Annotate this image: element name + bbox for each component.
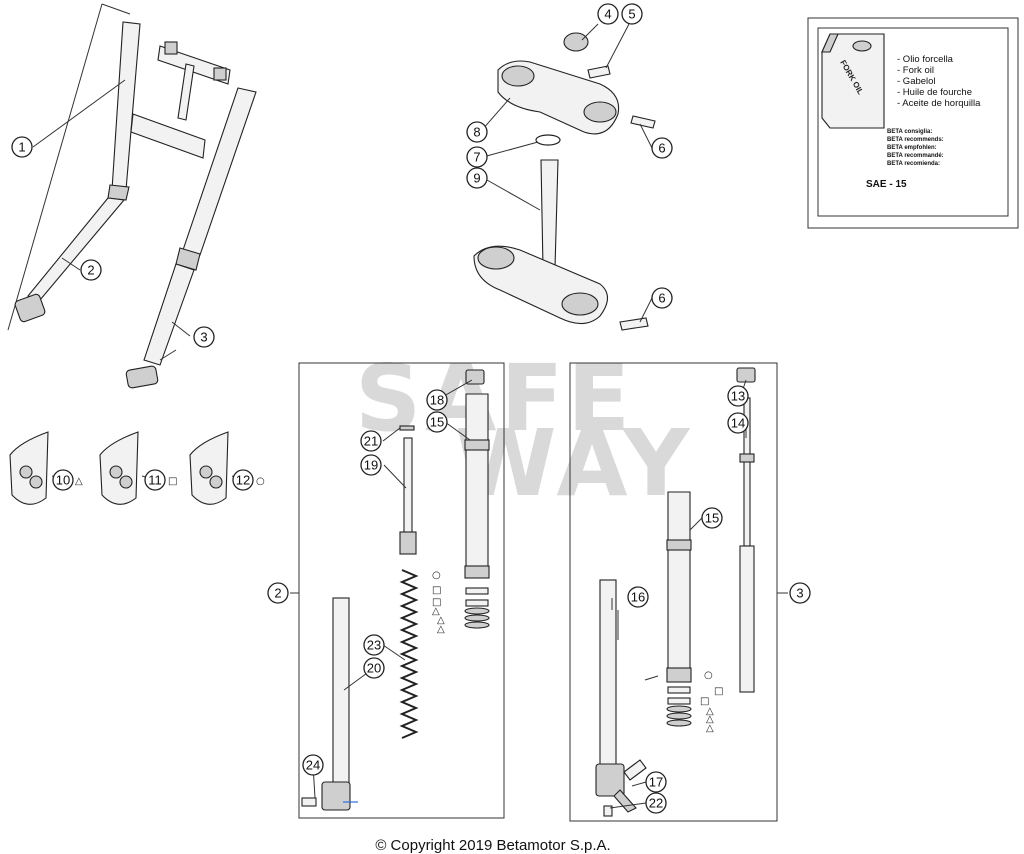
callout-label-18: 18 bbox=[430, 393, 444, 408]
fork-oil-box: FORK OIL - Olio forcella - Fork oil - Ga… bbox=[807, 17, 1019, 229]
svg-text:□: □ bbox=[714, 686, 723, 697]
kit-symbol-circle: ○ bbox=[256, 476, 265, 487]
callout-24: 24 bbox=[302, 754, 324, 776]
callout-label-3: 3 bbox=[200, 330, 207, 345]
callout-22: 22 bbox=[645, 792, 667, 814]
callout-21: 21 bbox=[360, 430, 382, 452]
svg-text:□: □ bbox=[432, 585, 441, 596]
callout-label-17: 17 bbox=[649, 775, 663, 790]
callout-13: 13 bbox=[727, 385, 749, 407]
callout-6-lower: 6 bbox=[651, 287, 673, 309]
beta-recommend-4: BETA recommandé: bbox=[887, 153, 944, 159]
callout-label-15-left: 15 bbox=[430, 415, 444, 430]
callout-15-left: 15 bbox=[426, 411, 448, 433]
callout-label-2: 2 bbox=[87, 263, 94, 278]
oil-name-1: - Olio forcella bbox=[897, 54, 954, 65]
callout-3: 3 bbox=[193, 326, 215, 348]
fork-guards: △ □ ○ bbox=[9, 431, 265, 505]
callout-label-1: 1 bbox=[18, 140, 25, 155]
callout-4: 4 bbox=[597, 3, 619, 25]
callout-label-22: 22 bbox=[649, 796, 663, 811]
kit-symbol-triangle: △ bbox=[75, 476, 83, 487]
callout-label-7: 7 bbox=[473, 150, 480, 165]
beta-recommend-3: BETA empfohlen: bbox=[887, 145, 937, 151]
oil-name-2: - Fork oil bbox=[897, 65, 934, 76]
callout-6-upper: 6 bbox=[651, 137, 673, 159]
oil-name-4: - Huile de fourche bbox=[897, 87, 972, 98]
callout-8: 8 bbox=[466, 121, 488, 143]
callout-label-5: 5 bbox=[628, 7, 635, 22]
callout-5: 5 bbox=[621, 3, 643, 25]
callout-9: 9 bbox=[466, 167, 488, 189]
callout-label-11: 11 bbox=[148, 473, 162, 488]
watermark-line-2: WAY bbox=[455, 410, 693, 517]
beta-recommend-1: BETA consiglia: bbox=[887, 129, 932, 135]
callout-1: 1 bbox=[11, 136, 33, 158]
callout-16: 16 bbox=[627, 586, 649, 608]
svg-text:△: △ bbox=[432, 606, 440, 617]
svg-text:○: ○ bbox=[704, 670, 713, 681]
callout-label-15-right: 15 bbox=[705, 511, 719, 526]
svg-text:△: △ bbox=[706, 714, 714, 725]
callout-label-6-lower: 6 bbox=[658, 291, 665, 306]
triple-clamp-assembly bbox=[473, 32, 656, 331]
callout-label-23: 23 bbox=[367, 638, 381, 653]
svg-text:△: △ bbox=[706, 723, 714, 734]
fork-assembly-left bbox=[7, 3, 257, 389]
beta-recommend-2: BETA recommends: bbox=[887, 137, 944, 143]
callout-10: 10 bbox=[52, 469, 74, 491]
callout-label-9: 9 bbox=[473, 171, 480, 186]
callout-15-right: 15 bbox=[701, 507, 723, 529]
callout-17: 17 bbox=[645, 771, 667, 793]
svg-text:△: △ bbox=[437, 615, 445, 626]
callout-2: 2 bbox=[80, 259, 102, 281]
callout-label-13: 13 bbox=[731, 389, 745, 404]
callout-19: 19 bbox=[360, 454, 382, 476]
svg-text:△: △ bbox=[437, 624, 445, 635]
callout-label-10: 10 bbox=[56, 473, 70, 488]
right-fork-exploded: ○ □ □ △ △ △ bbox=[569, 362, 788, 822]
callout-label-12: 12 bbox=[236, 473, 250, 488]
callout-label-4: 4 bbox=[604, 7, 611, 22]
callout-3-frame: 3 bbox=[789, 582, 811, 604]
svg-text:△: △ bbox=[706, 706, 714, 717]
beta-recommend-5: BETA recomienda: bbox=[887, 161, 940, 167]
callout-18: 18 bbox=[426, 389, 448, 411]
callout-label-21: 21 bbox=[364, 434, 378, 449]
callout-14: 14 bbox=[727, 412, 749, 434]
callout-12: 12 bbox=[232, 469, 254, 491]
copyright-notice: © Copyright 2019 Betamotor S.p.A. bbox=[375, 837, 610, 854]
callout-23: 23 bbox=[363, 634, 385, 656]
oil-name-5: - Aceite de horquilla bbox=[897, 98, 981, 109]
callout-7: 7 bbox=[466, 146, 488, 168]
callout-label-20: 20 bbox=[367, 661, 381, 676]
oil-grade: SAE - 15 bbox=[866, 179, 907, 190]
callout-20: 20 bbox=[363, 657, 385, 679]
callout-2-frame: 2 bbox=[267, 582, 289, 604]
callout-label-19: 19 bbox=[364, 458, 378, 473]
leader-lines bbox=[32, 23, 747, 809]
callout-label-14: 14 bbox=[731, 416, 745, 431]
svg-text:□: □ bbox=[700, 696, 709, 707]
kit-symbol-square: □ bbox=[168, 476, 177, 487]
callout-label-3-frame: 3 bbox=[796, 586, 803, 601]
callout-11: 11 bbox=[144, 469, 166, 491]
callout-label-8: 8 bbox=[473, 125, 480, 140]
callout-label-6-upper: 6 bbox=[658, 141, 665, 156]
svg-text:□: □ bbox=[432, 597, 441, 608]
callout-label-16: 16 bbox=[631, 590, 645, 605]
svg-text:○: ○ bbox=[432, 570, 441, 581]
oil-name-3: - Gabelol bbox=[897, 76, 936, 87]
callout-label-2-frame: 2 bbox=[274, 586, 281, 601]
callout-label-24: 24 bbox=[306, 758, 320, 773]
